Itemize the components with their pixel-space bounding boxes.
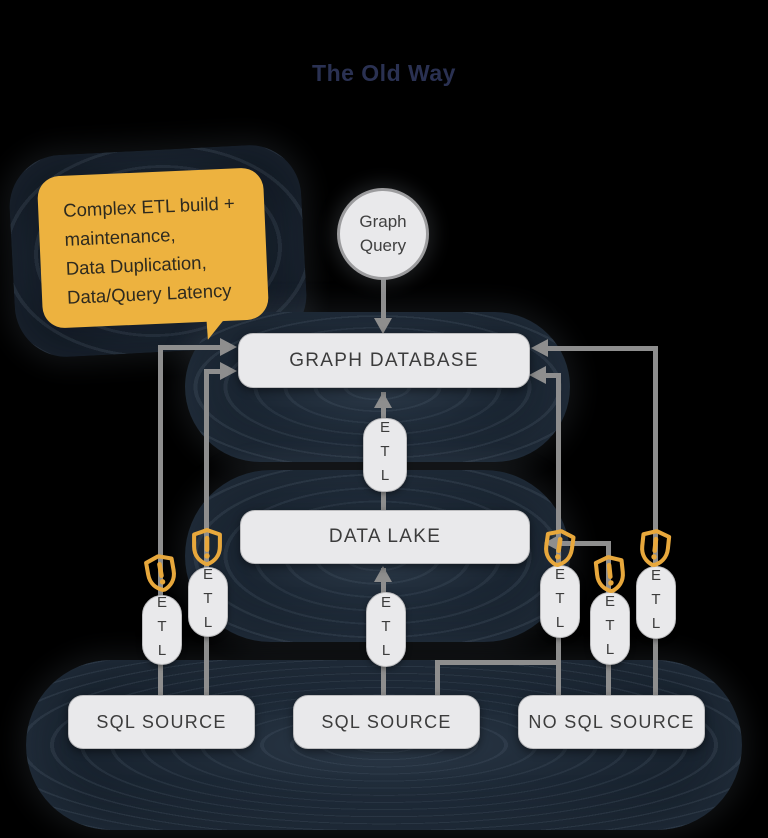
no-sql-source-label: NO SQL SOURCE (528, 711, 695, 732)
etl-pill-right-d: ETL (590, 592, 630, 665)
warning-shield-icon (591, 553, 629, 594)
connector-right-e-horizontal (548, 346, 658, 351)
connector-query-to-graphdb (381, 277, 386, 322)
graph-query-label-line1: Graph (359, 212, 407, 231)
arrowhead-right-into-graphdb-lower (220, 362, 237, 380)
connector-left-a-horizontal (158, 345, 220, 350)
graph-database-label: GRAPH DATABASE (289, 349, 479, 371)
no-sql-source-node: NO SQL SOURCE (518, 695, 705, 749)
warning-shield-icon (636, 527, 674, 568)
connector-sql2-branch-horizontal (435, 660, 561, 665)
arrowhead-down-into-graphdb (374, 318, 392, 334)
sql-source-middle-node: SQL SOURCE (293, 695, 480, 749)
connector-right-d-horizontal (560, 541, 611, 546)
connector-right-c-horizontal (546, 373, 561, 378)
graph-database-node: GRAPH DATABASE (238, 333, 530, 388)
etl-pill-center-lower: ETL (366, 592, 406, 667)
connector-right-e-vertical (653, 346, 658, 695)
graph-query-node: Graph Query (337, 188, 429, 280)
etl-pill-right-c: ETL (540, 565, 580, 638)
sql-source-left-node: SQL SOURCE (68, 695, 255, 749)
data-lake-label: DATA LAKE (328, 526, 442, 547)
etl-pill-right-e: ETL (636, 566, 676, 639)
etl-pill-left-b: ETL (188, 566, 228, 638)
warning-shield-icon (190, 528, 224, 566)
etl-pill-left-a: ETL (142, 594, 182, 666)
etl-pill-center-upper: ETL (363, 418, 407, 492)
connector-left-a-vertical (158, 345, 163, 695)
sql-source-middle-label: SQL SOURCE (321, 711, 452, 732)
arrowhead-up-into-graphdb (374, 392, 392, 408)
arrowhead-left-into-graphdb-upper (531, 339, 548, 357)
connector-sql2-branch-vertical (435, 660, 440, 695)
callout-bubble: Complex ETL build + maintenance, Data Du… (36, 167, 270, 329)
warning-shield-icon (540, 527, 579, 569)
sql-source-left-label: SQL SOURCE (96, 711, 227, 732)
data-lake-node: DATA LAKE (240, 510, 530, 564)
arrowhead-left-into-graphdb-lower (529, 366, 546, 384)
arrowhead-up-into-datalake (374, 566, 392, 582)
graph-query-label-line2: Query (359, 236, 407, 255)
connector-left-b-horizontal (204, 369, 220, 374)
warning-shield-icon (141, 551, 181, 594)
diagram-title: The Old Way (312, 60, 456, 86)
arrowhead-right-into-graphdb-upper (220, 338, 237, 356)
